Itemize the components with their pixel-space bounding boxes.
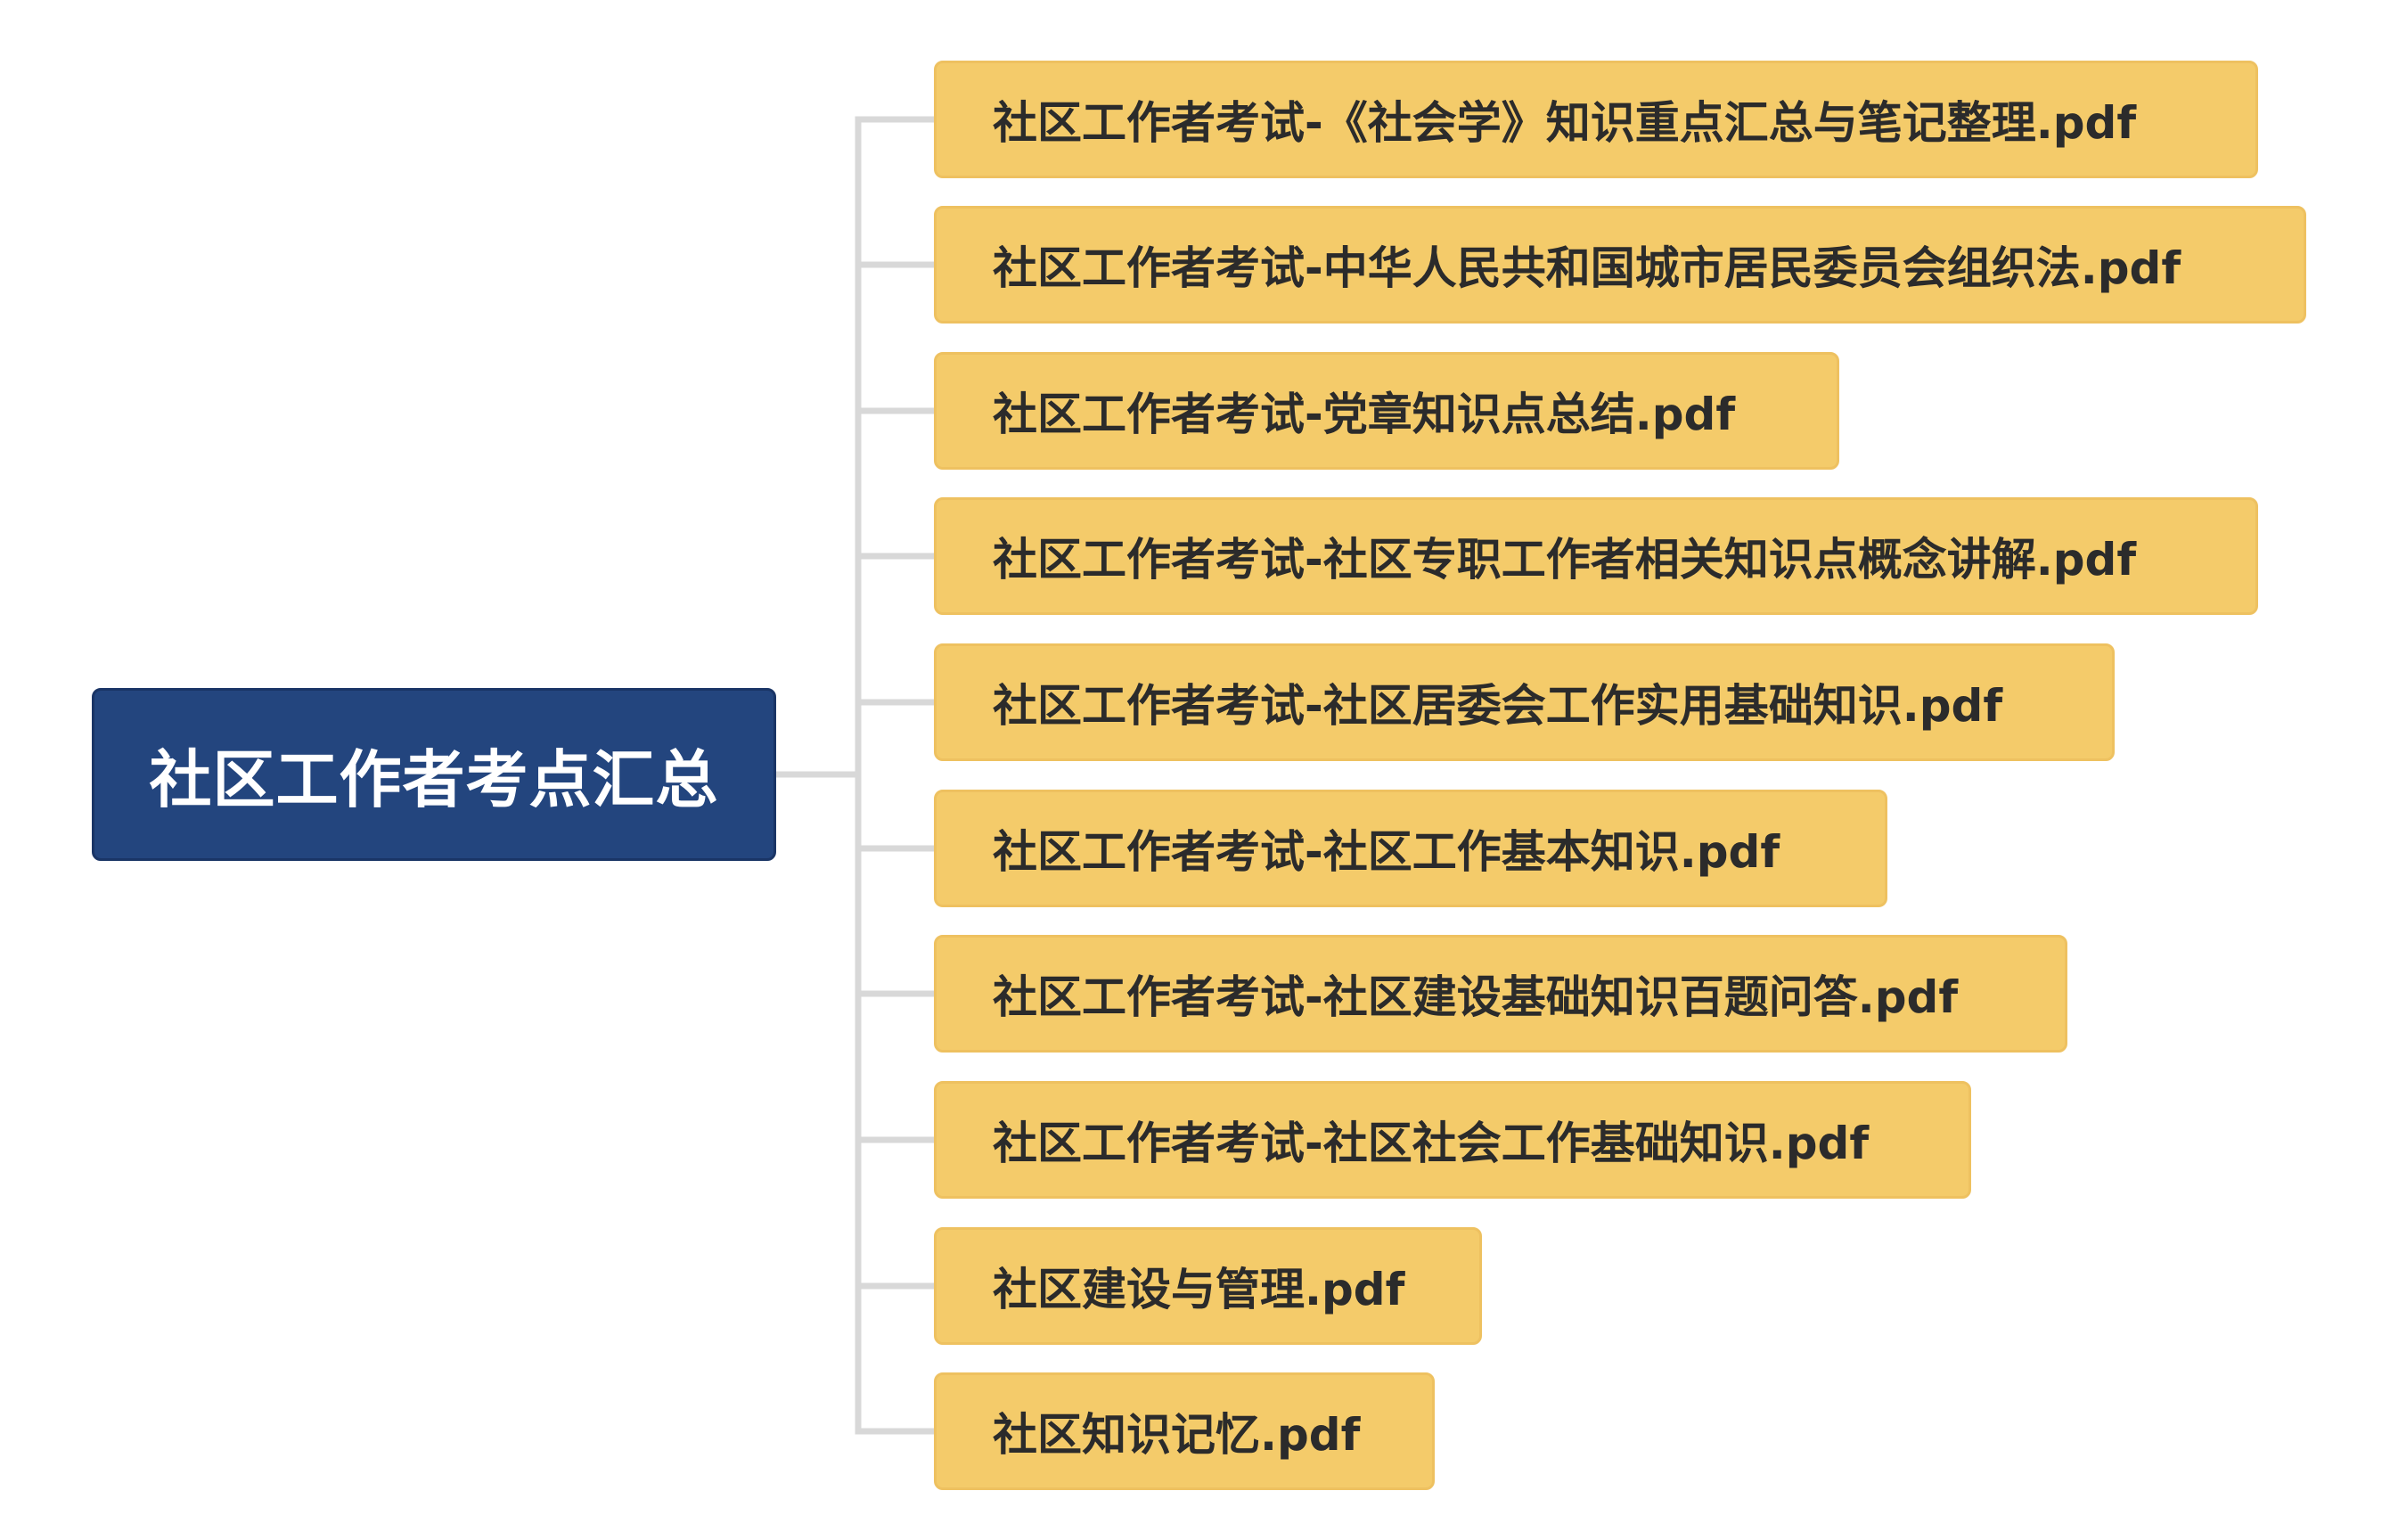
subtopic-label: 社区工作者考试-社区工作基本知识.pdf bbox=[993, 826, 1780, 878]
subtopic-label: 社区建设与管理.pdf bbox=[993, 1264, 1405, 1315]
subtopic-label: 社区知识记忆.pdf bbox=[993, 1409, 1361, 1461]
subtopic-sociology-notes[interactable]: 社区工作者考试-《社会学》知识重点汇总与笔记整理.pdf bbox=[934, 61, 2258, 178]
subtopic-construction-management[interactable]: 社区建设与管理.pdf bbox=[934, 1227, 1482, 1345]
subtopic-label: 社区工作者考试-社区专职工作者相关知识点概念讲解.pdf bbox=[993, 534, 2137, 586]
subtopic-label: 社区工作者考试-社区居委会工作实用基础知识.pdf bbox=[993, 680, 2003, 732]
subtopic-label: 社区工作者考试-党章知识点总结.pdf bbox=[993, 389, 1736, 440]
subtopic-label: 社区工作者考试-社区建设基础知识百题问答.pdf bbox=[993, 971, 1959, 1023]
subtopic-community-work-basics[interactable]: 社区工作者考试-社区工作基本知识.pdf bbox=[934, 790, 1887, 907]
subtopic-label: 社区工作者考试-中华人民共和国城市居民委员会组织法.pdf bbox=[993, 242, 2181, 294]
root-topic-label: 社区工作者考点汇总 bbox=[149, 742, 719, 816]
subtopic-social-work-basics[interactable]: 社区工作者考试-社区社会工作基础知识.pdf bbox=[934, 1081, 1971, 1199]
subtopic-fulltime-worker-concepts[interactable]: 社区工作者考试-社区专职工作者相关知识点概念讲解.pdf bbox=[934, 497, 2258, 615]
root-topic[interactable]: 社区工作者考点汇总 bbox=[92, 688, 776, 861]
subtopic-committee-practical-knowledge[interactable]: 社区工作者考试-社区居委会工作实用基础知识.pdf bbox=[934, 643, 2115, 761]
subtopic-construction-qa[interactable]: 社区工作者考试-社区建设基础知识百题问答.pdf bbox=[934, 935, 2067, 1053]
subtopic-label: 社区工作者考试-社区社会工作基础知识.pdf bbox=[993, 1118, 1870, 1169]
subtopic-label: 社区工作者考试-《社会学》知识重点汇总与笔记整理.pdf bbox=[993, 97, 2137, 149]
subtopic-residents-committee-law[interactable]: 社区工作者考试-中华人民共和国城市居民委员会组织法.pdf bbox=[934, 206, 2306, 324]
subtopic-knowledge-memory[interactable]: 社区知识记忆.pdf bbox=[934, 1372, 1435, 1490]
subtopic-party-constitution-summary[interactable]: 社区工作者考试-党章知识点总结.pdf bbox=[934, 352, 1839, 470]
